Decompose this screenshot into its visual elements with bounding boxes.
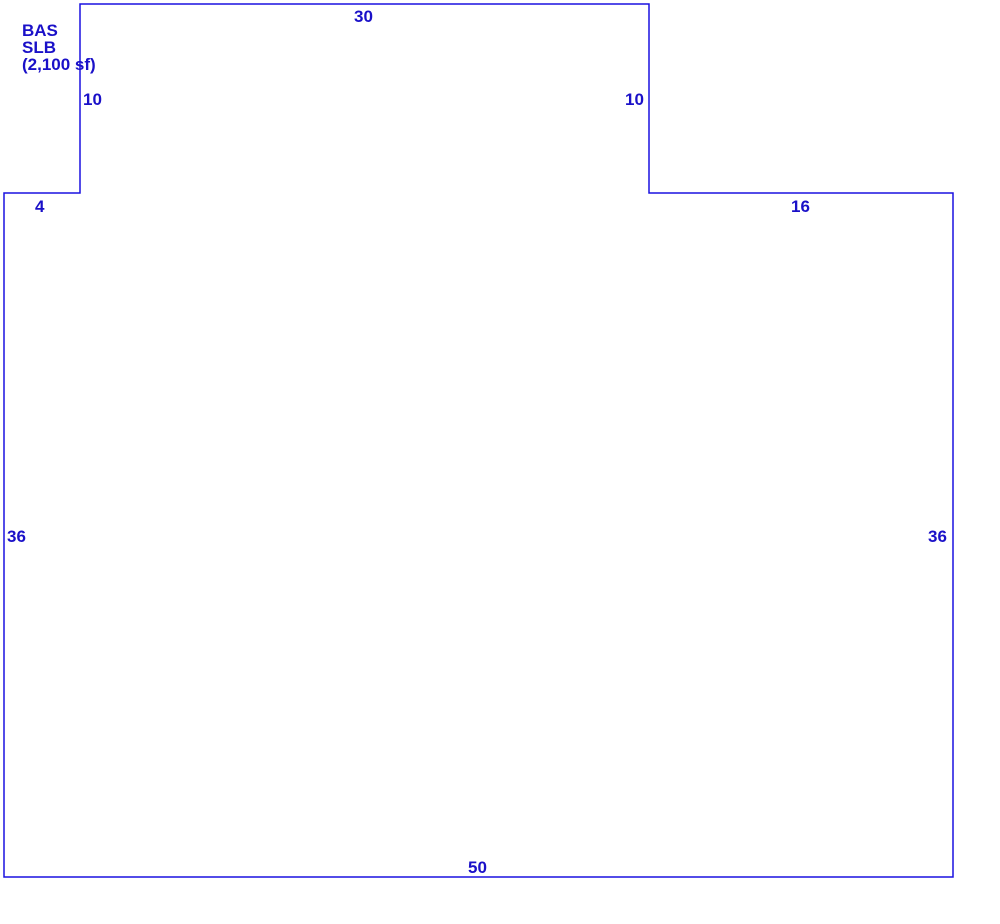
dimension-top: 30 — [354, 7, 373, 26]
dimension-bottom: 50 — [468, 858, 487, 877]
dimension-left: 36 — [7, 527, 26, 546]
building-outline — [3, 3, 954, 878]
dimension-left-step: 4 — [35, 197, 45, 216]
area-label: BAS SLB (2,100 sf) — [22, 22, 96, 73]
dimension-upper-left: 10 — [83, 90, 102, 109]
dimension-right: 36 — [928, 527, 947, 546]
dimension-upper-right: 10 — [625, 90, 644, 109]
dimension-right-step: 16 — [791, 197, 810, 216]
area-subcode: SLB — [22, 38, 56, 57]
area-size: (2,100 sf) — [22, 55, 96, 74]
area-code: BAS — [22, 21, 58, 40]
